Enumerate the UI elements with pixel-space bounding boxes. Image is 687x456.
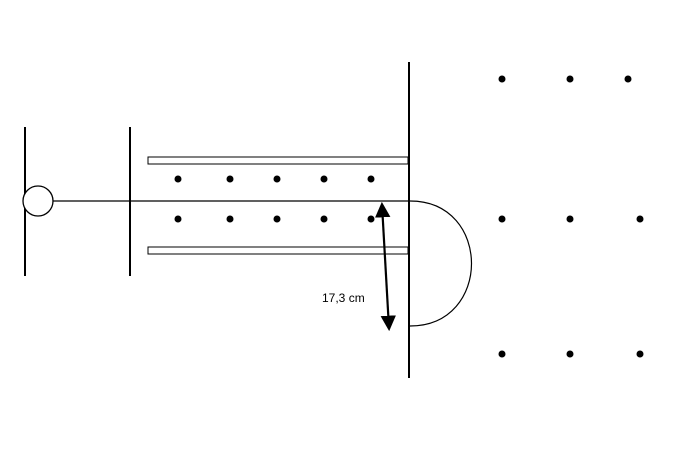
field-dot xyxy=(320,175,328,183)
field-dot xyxy=(498,215,506,223)
field-dot xyxy=(226,215,234,223)
selector-lower-plate xyxy=(147,246,409,255)
selector-field-dots xyxy=(174,175,375,223)
field-dot xyxy=(367,215,375,223)
field-dot xyxy=(498,350,506,358)
field-dot xyxy=(624,75,632,83)
field-dot xyxy=(636,215,644,223)
selector-upper-plate xyxy=(147,156,409,165)
field-dot xyxy=(566,75,574,83)
field-dot xyxy=(226,175,234,183)
field-dot xyxy=(367,175,375,183)
distance-label: 17,3 cm xyxy=(322,291,365,305)
field-dot xyxy=(566,350,574,358)
field-dot xyxy=(273,215,281,223)
field-dot xyxy=(174,175,182,183)
field-dot xyxy=(498,75,506,83)
field-dot xyxy=(566,215,574,223)
particle-beam-semicircle xyxy=(409,200,472,327)
field-dot xyxy=(174,215,182,223)
field-dot xyxy=(636,350,644,358)
field-dot xyxy=(320,215,328,223)
distance-arrow xyxy=(375,201,396,332)
deflection-field-dots xyxy=(498,75,644,358)
field-dot xyxy=(273,175,281,183)
ion-source-circle xyxy=(22,185,54,217)
